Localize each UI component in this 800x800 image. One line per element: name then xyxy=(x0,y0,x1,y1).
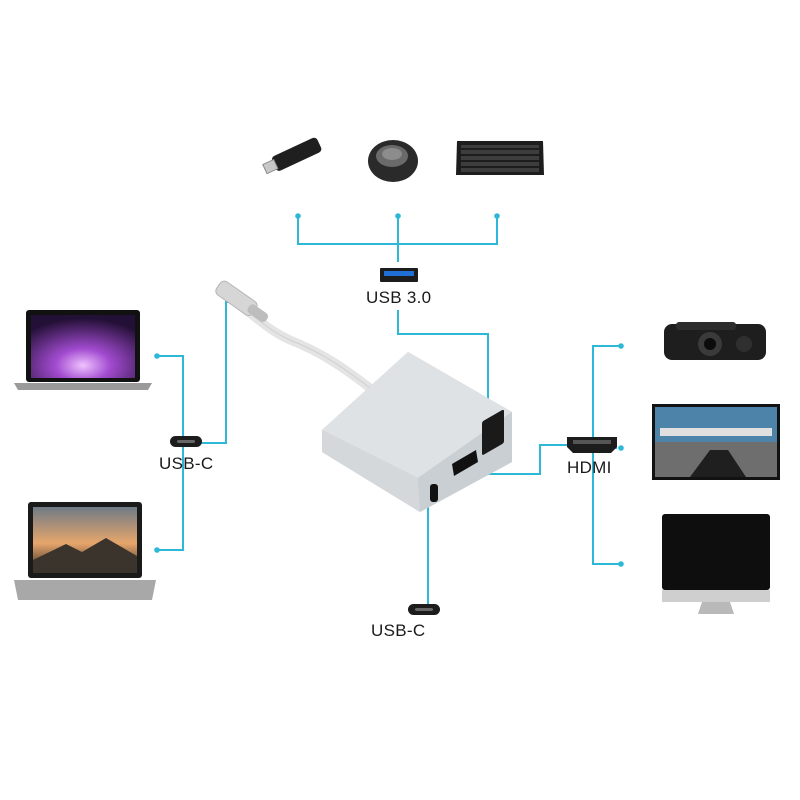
laptop-icon xyxy=(14,502,156,600)
usbc-port-icon xyxy=(408,604,440,615)
usbc-input-label: USB-C xyxy=(159,454,214,473)
usb-flash-drive-icon xyxy=(262,137,322,175)
projector-icon xyxy=(664,322,766,360)
usbc-output-label: USB-C xyxy=(371,621,426,640)
monitor-icon xyxy=(662,514,770,614)
hdmi-label: HDMI xyxy=(567,458,612,477)
tv-icon xyxy=(652,404,780,480)
usb3-label: USB 3.0 xyxy=(366,288,432,307)
hdmi-to-port-line xyxy=(463,444,568,475)
usbc-input-bracket-line xyxy=(157,355,184,551)
keyboard-icon xyxy=(456,141,544,175)
usb3-to-port-line xyxy=(397,310,489,428)
usbc-port-icon xyxy=(170,436,202,447)
usb3-port-icon xyxy=(380,268,418,282)
hdmi-bracket-line xyxy=(592,345,621,565)
laptop-icon xyxy=(14,310,152,390)
wireless-mouse-icon xyxy=(368,140,418,182)
hdmi-port-icon xyxy=(567,437,617,453)
